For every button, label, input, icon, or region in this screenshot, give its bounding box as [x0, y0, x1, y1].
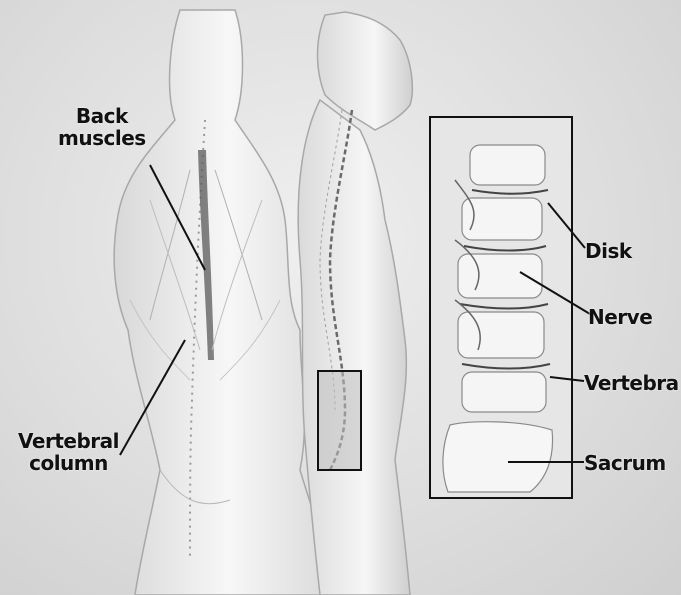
spine-closeup-inset — [430, 117, 572, 498]
highlight-box — [318, 371, 361, 470]
label-disk: Disk — [585, 240, 632, 262]
label-sacrum: Sacrum — [584, 452, 666, 474]
label-nerve: Nerve — [588, 306, 652, 328]
label-vertebral-column: Vertebral column — [18, 430, 119, 474]
label-back: Back — [58, 105, 146, 127]
label-back-muscles: Back muscles — [58, 105, 146, 149]
label-vertebra: Vertebra — [584, 372, 679, 394]
label-vertebral: Vertebral — [18, 430, 119, 452]
side-view-figure — [298, 12, 412, 595]
label-muscles: muscles — [58, 127, 146, 149]
label-column: column — [18, 452, 119, 474]
